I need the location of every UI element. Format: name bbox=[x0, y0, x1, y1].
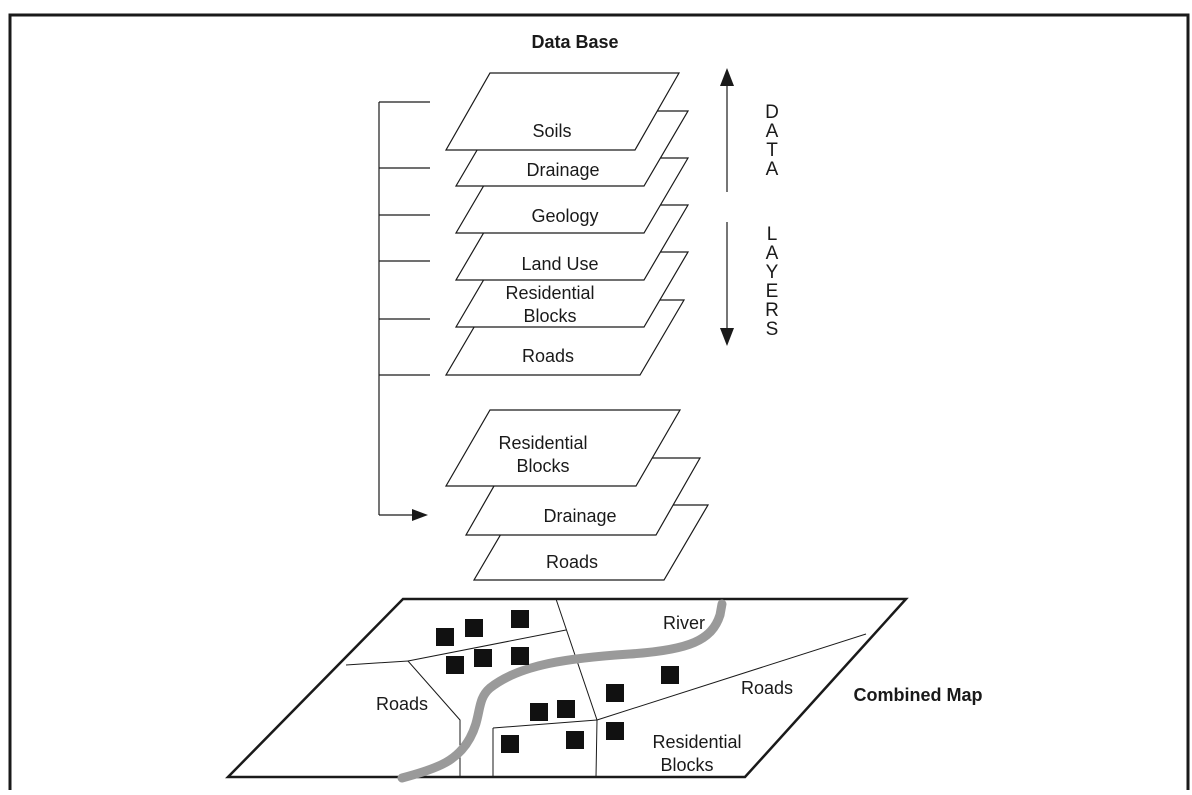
roads-left-label: Roads bbox=[376, 694, 428, 714]
combined-map: River Roads Roads Residential Blocks bbox=[225, 597, 909, 783]
svg-text:Residential: Residential bbox=[505, 283, 594, 303]
svg-text:E: E bbox=[766, 281, 779, 302]
river bbox=[397, 599, 727, 783]
svg-text:L: L bbox=[767, 224, 778, 245]
roads-right-label: Roads bbox=[741, 678, 793, 698]
svg-text:Drainage: Drainage bbox=[526, 160, 599, 180]
residential-block-squares bbox=[436, 610, 679, 753]
river-label: River bbox=[663, 613, 705, 633]
combined-map-outline bbox=[225, 597, 909, 779]
selection-bracket bbox=[378, 101, 430, 516]
svg-text:D: D bbox=[765, 102, 779, 123]
residential-label-line1: Residential bbox=[652, 732, 741, 752]
svg-text:Blocks: Blocks bbox=[516, 456, 569, 476]
layers-double-arrow bbox=[720, 68, 734, 346]
svg-text:Roads: Roads bbox=[522, 346, 574, 366]
svg-text:Drainage: Drainage bbox=[543, 506, 616, 526]
combined-map-label: Combined Map bbox=[854, 685, 983, 705]
svg-text:A: A bbox=[766, 159, 779, 180]
layer-soils: Soils bbox=[444, 72, 681, 151]
svg-text:T: T bbox=[766, 140, 778, 161]
selected-layer-residential-blocks: Residential Blocks bbox=[444, 409, 682, 487]
svg-text:Land Use: Land Use bbox=[521, 254, 598, 274]
title: Data Base bbox=[531, 32, 618, 52]
svg-text:R: R bbox=[765, 300, 779, 321]
svg-text:A: A bbox=[766, 243, 779, 264]
frame bbox=[8, 13, 1190, 790]
data-layers-label: D A T A L A Y E R S bbox=[765, 102, 779, 340]
svg-text:A: A bbox=[766, 121, 779, 142]
svg-text:Residential: Residential bbox=[498, 433, 587, 453]
residential-label-line2: Blocks bbox=[660, 755, 713, 775]
svg-text:Geology: Geology bbox=[531, 206, 598, 226]
svg-text:S: S bbox=[766, 319, 779, 340]
bracket-arrowhead bbox=[412, 509, 428, 521]
svg-text:Soils: Soils bbox=[532, 121, 571, 141]
svg-text:Roads: Roads bbox=[546, 552, 598, 572]
svg-text:Y: Y bbox=[766, 262, 779, 283]
svg-text:Blocks: Blocks bbox=[523, 306, 576, 326]
